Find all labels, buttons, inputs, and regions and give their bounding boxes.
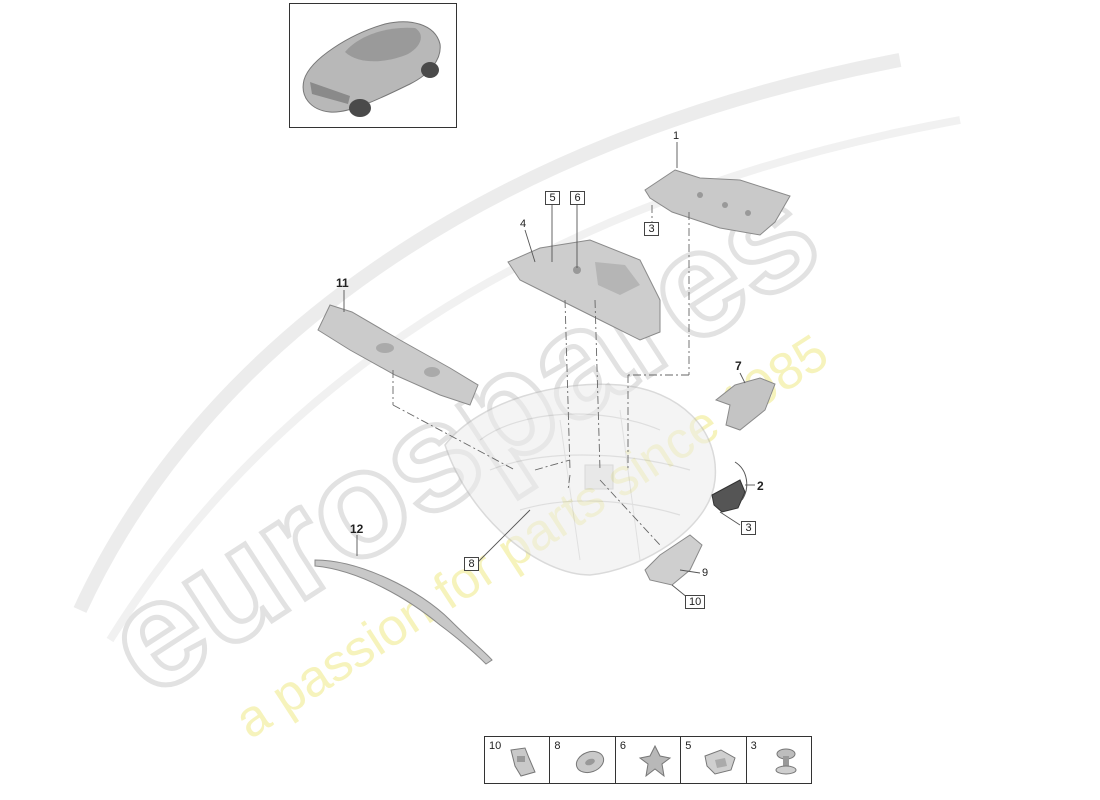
- legend-item[interactable]: 10: [485, 737, 551, 783]
- legend-number: 5: [685, 740, 692, 752]
- star-clip-icon: [638, 744, 672, 778]
- part-12-seal-strip[interactable]: [314, 559, 493, 665]
- part-9-bracket[interactable]: [644, 534, 703, 586]
- part-4-bulkhead-panel[interactable]: [507, 239, 661, 341]
- callout-10: 10: [685, 595, 706, 609]
- legend-item[interactable]: 6: [616, 737, 682, 783]
- legend-number: 10: [489, 740, 502, 752]
- part-11-cowl-panel[interactable]: [317, 304, 479, 406]
- callout-5: 5: [545, 191, 560, 205]
- legend-number: 8: [554, 740, 561, 752]
- callout-4: 4: [520, 218, 527, 230]
- legend-item[interactable]: 3: [747, 737, 811, 783]
- callout-11: 11: [336, 276, 349, 290]
- legend-number: 6: [619, 740, 626, 752]
- part-1-roof-lining[interactable]: [644, 169, 791, 236]
- callout-1: 1: [673, 130, 680, 142]
- grommet-disc-icon: [576, 750, 605, 774]
- callout-2: 2: [757, 479, 764, 493]
- small-parts-legend: 10 8 6 5 3: [484, 736, 812, 784]
- part-2-arch-shield[interactable]: [711, 461, 748, 513]
- car-icon: [302, 21, 441, 117]
- legend-number: 3: [750, 740, 757, 752]
- assembly-lines: [392, 205, 690, 546]
- clip-icon: [510, 747, 536, 777]
- legend-item[interactable]: 8: [550, 737, 616, 783]
- vehicle-thumbnail: [289, 3, 457, 128]
- callout-9: 9: [702, 567, 709, 579]
- callout-7: 7: [735, 359, 742, 373]
- callout-8: 8: [464, 557, 479, 571]
- push-pin-icon: [775, 748, 797, 775]
- callout-3-top: 3: [644, 222, 659, 236]
- legend-item[interactable]: 5: [681, 737, 747, 783]
- callout-6: 6: [570, 191, 585, 205]
- callout-3-right: 3: [741, 521, 756, 535]
- callout-12: 12: [350, 522, 364, 536]
- part-7-side-trim[interactable]: [714, 377, 776, 431]
- retainer-icon: [704, 749, 736, 775]
- leader-lines: [343, 142, 755, 599]
